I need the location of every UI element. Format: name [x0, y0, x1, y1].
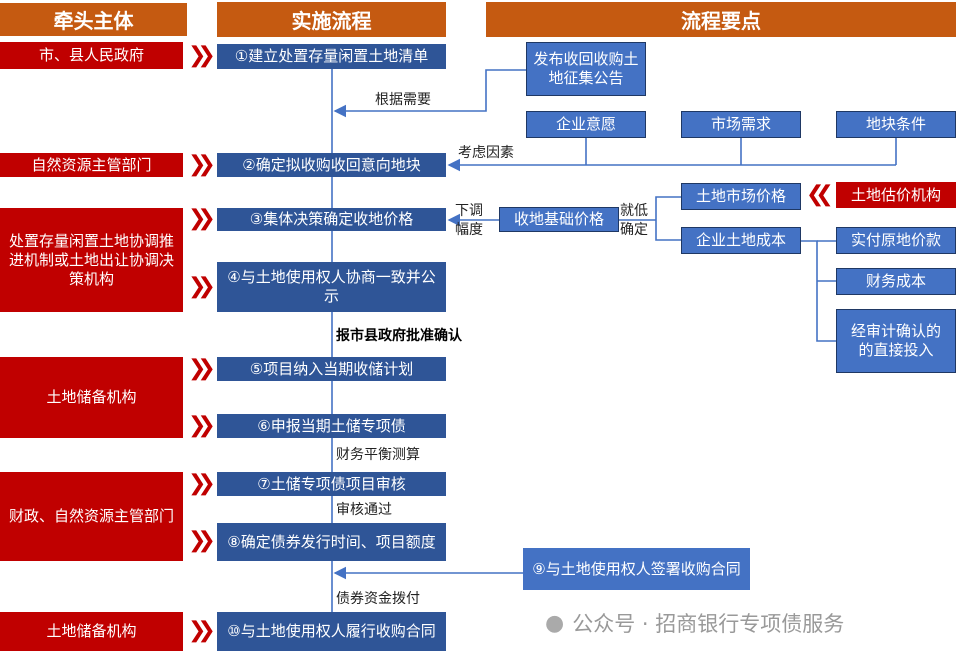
step-6: ⑥申报当期土储专项债 — [217, 414, 446, 438]
chevron-right-icon: ❯❯ — [188, 152, 216, 177]
lead-3: 处置存量闲置土地协调推进机制或土地出让协调决策机构 — [0, 208, 183, 312]
appraiser-box: 土地估价机构 — [836, 182, 956, 208]
chevron-left-icon: ❮❮ — [806, 182, 834, 207]
chevron-right-icon: ❯❯ — [188, 528, 216, 553]
chevron-right-icon: ❯❯ — [188, 206, 216, 231]
chevron-right-icon: ❯❯ — [188, 43, 216, 68]
step-10: ⑩与土地使用权人履行收购合同 — [217, 612, 446, 651]
header-process: 实施流程 — [217, 2, 446, 37]
lead-2: 自然资源主管部门 — [0, 153, 183, 177]
lead-4: 土地储备机构 — [0, 357, 183, 438]
as-needed-label: 根据需要 — [375, 92, 431, 108]
wechat-icon: ● — [545, 610, 565, 636]
step-7: ⑦土储专项债项目审核 — [217, 472, 446, 496]
market-price-box: 土地市场价格 — [681, 183, 801, 210]
lead-5: 财政、自然资源主管部门 — [0, 472, 183, 561]
step-5: ⑤项目纳入当期收储计划 — [217, 357, 446, 381]
funds-label: 债券资金拨付 — [336, 591, 420, 607]
chevron-right-icon: ❯❯ — [188, 274, 216, 299]
adjust-down-label: 下调幅度 — [455, 203, 483, 238]
step-1: ①建立处置存量闲置土地清单 — [217, 44, 446, 69]
factor-box: 市场需求 — [681, 111, 801, 138]
cost-item-box: 实付原地价款 — [836, 227, 956, 254]
step-9: ⑨与土地使用权人签署收购合同 — [523, 548, 750, 590]
header-lead: 牵头主体 — [0, 3, 187, 36]
announce-arrow — [333, 69, 526, 118]
passed-label: 审核通过 — [336, 502, 392, 518]
lead-6: 土地储备机构 — [0, 612, 183, 651]
step-2: ②确定拟收购收回意向地块 — [217, 153, 446, 177]
take-lower-label: 就低确定 — [620, 203, 648, 238]
cost-item-box: 经审计确认的的直接投入 — [836, 309, 956, 373]
factor-box: 企业意愿 — [526, 111, 646, 138]
chevron-right-icon: ❯❯ — [188, 413, 216, 438]
step-8: ⑧确定债券发行时间、项目额度 — [217, 523, 446, 561]
watermark-text: 公众号 · 招商银行专项债服务 — [572, 612, 845, 636]
lead-1: 市、县人民政府 — [0, 42, 183, 69]
chevron-right-icon: ❯❯ — [188, 618, 216, 643]
enterprise-cost-box: 企业土地成本 — [681, 227, 801, 254]
chevron-right-icon: ❯❯ — [188, 471, 216, 496]
chevron-right-icon: ❯❯ — [188, 356, 216, 381]
approve-label: 报市县政府批准确认 — [336, 328, 462, 344]
step-3: ③集体决策确定收地价格 — [217, 208, 446, 231]
factors-label: 考虑因素 — [458, 145, 514, 161]
cost-item-box: 财务成本 — [836, 268, 956, 295]
balance-label: 财务平衡测算 — [336, 447, 420, 463]
announce-box: 发布收回收购土地征集公告 — [526, 42, 646, 96]
factor-box: 地块条件 — [836, 111, 956, 138]
step-4: ④与土地使用权人协商一致并公示 — [217, 262, 446, 312]
header-points: 流程要点 — [486, 2, 956, 37]
base-price-box: 收地基础价格 — [499, 207, 619, 232]
watermark: ● 公众号 · 招商银行专项债服务 — [545, 608, 844, 638]
